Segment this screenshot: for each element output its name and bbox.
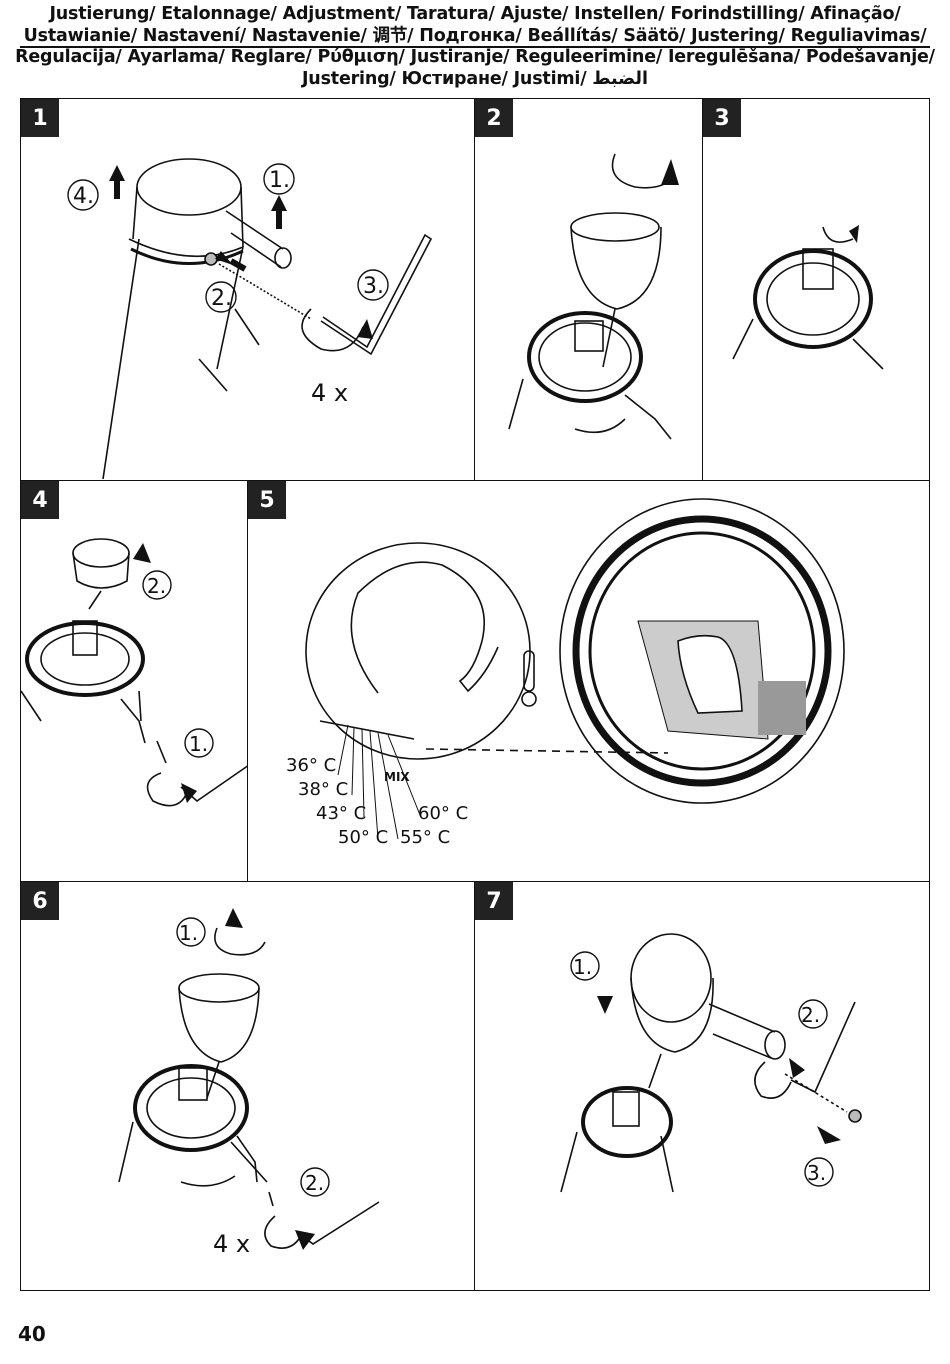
step-4-panel: 4 2. 1. (20, 480, 249, 883)
step-number: 5 (248, 481, 286, 519)
step-3-panel: 3 (702, 98, 930, 481)
step-7-label-2: 2. (801, 1003, 820, 1027)
step-6-count: 4 x (213, 1230, 250, 1258)
temp-55: 55° C (400, 827, 450, 848)
page-title: Justierung/ Etalonnage/ Adjustment/ Tara… (15, 4, 935, 89)
mix-mark: MIX (384, 770, 410, 784)
step-6-label-1: 1. (179, 921, 198, 945)
temp-60: 60° C (418, 803, 468, 824)
step-1-label-2: 2. (211, 286, 232, 311)
step-1-label-4: 4. (73, 184, 94, 209)
temp-50: 50° C (338, 827, 388, 848)
step-7-panel: 7 1. 2. 3. (474, 881, 930, 1291)
step-7-label-3: 3. (807, 1161, 826, 1185)
step-1-label-1: 1. (269, 168, 290, 193)
thermometer-icon (521, 650, 537, 707)
step-2-illustration (508, 153, 679, 440)
step-1-illustration: 4. 1. 2. 3. 4 x (67, 158, 433, 480)
step-number: 3 (703, 99, 741, 137)
step-6-illustration: 1. 2. 4 x (118, 908, 380, 1258)
step-7-illustration: 1. 2. 3. (560, 933, 862, 1193)
step-7-label-1: 1. (573, 955, 592, 979)
step-number: 1 (21, 99, 59, 137)
step-number: 7 (475, 882, 513, 920)
step-number: 6 (21, 882, 59, 920)
step-1-count: 4 x (311, 379, 348, 407)
step-4-label-2: 2. (147, 574, 166, 598)
page-number: 40 (18, 1322, 46, 1346)
step-4-illustration: 2. 1. (21, 538, 248, 807)
temp-38: 38° C (298, 779, 348, 800)
step-6-label-2: 2. (305, 1171, 324, 1195)
step-1-panel: 1 (20, 98, 476, 481)
step-5-illustration: 36° C 38° C 43° C 50° C 55° C 60° C MIX (286, 498, 845, 848)
step-3-illustration (732, 225, 884, 370)
step-6-panel: 6 1. 2. 4 x (20, 881, 476, 1291)
step-2-panel: 2 (474, 98, 704, 481)
step-5-panel: 5 36° C 38° C 43° C 50° (247, 480, 930, 883)
temp-43: 43° C (316, 803, 366, 824)
step-number: 4 (21, 481, 59, 519)
step-number: 2 (475, 99, 513, 137)
title-divider (20, 46, 930, 48)
step-4-label-1: 1. (189, 732, 208, 756)
temp-36: 36° C (286, 755, 336, 776)
step-1-label-3: 3. (363, 274, 384, 299)
